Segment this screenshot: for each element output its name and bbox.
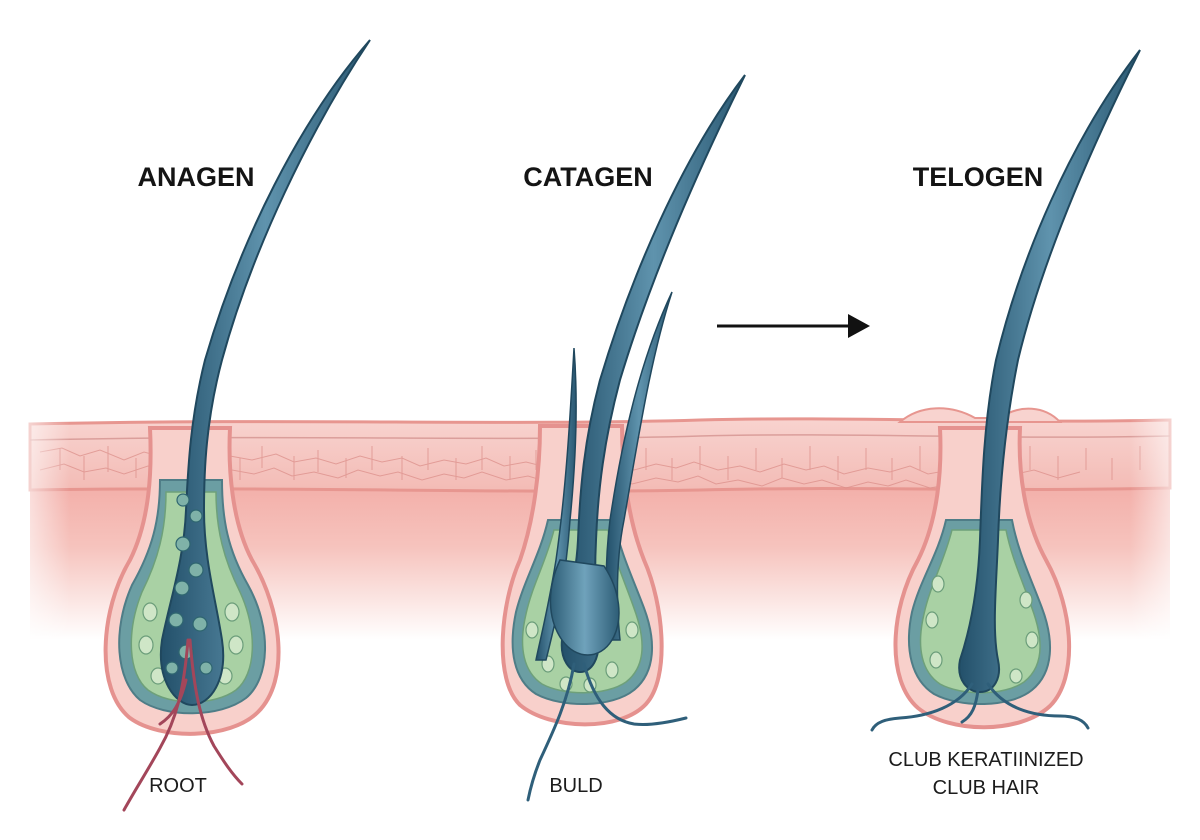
anagen-sheath-cells — [138, 602, 244, 685]
anagen-hair-shaft — [159, 39, 371, 707]
anagen-title: ANAGEN — [137, 162, 254, 192]
anagen-root-vessels — [122, 638, 244, 812]
bulb-label: BULD — [549, 775, 602, 797]
club-hair-label: CLUB HAIR — [933, 777, 1040, 799]
catagen-title: CATAGEN — [523, 162, 653, 192]
telogen-sheath-cells — [925, 575, 1039, 684]
root-label: ROOT — [149, 775, 207, 797]
epidermis-cell-texture — [39, 446, 1141, 491]
club-keratinized-label: CLUB KERATIINIZED — [888, 749, 1083, 771]
telogen-club-hair — [958, 49, 1141, 694]
right-arrow-icon — [717, 314, 870, 338]
catagen-follicle — [500, 74, 746, 802]
catagen-bulb — [549, 559, 620, 656]
telogen-skin-bump — [897, 407, 1063, 423]
anagen-bulb-cells — [165, 493, 213, 675]
telogen-follicle — [870, 49, 1141, 732]
anagen-follicle — [103, 39, 371, 812]
telogen-title: TELOGEN — [913, 162, 1044, 192]
telogen-root-strands — [870, 682, 1090, 732]
catagen-root-strands — [526, 662, 688, 802]
